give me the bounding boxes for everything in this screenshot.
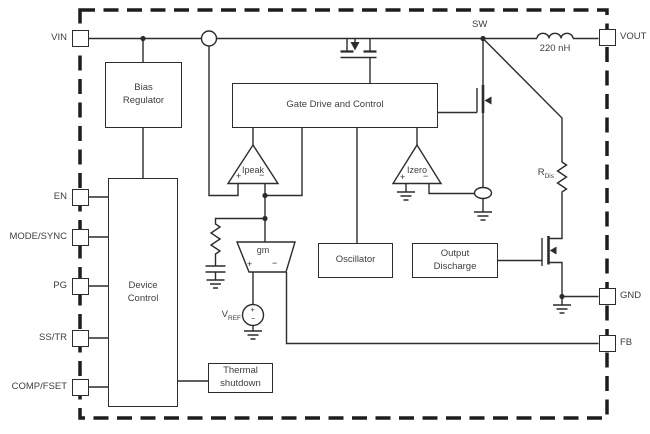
gm-amplifier-shape [235, 241, 296, 273]
ipeak-comparator-shape [226, 143, 280, 185]
ground-icon [206, 279, 225, 289]
vref-label: VREF [221, 308, 241, 322]
compensation-network-wire [205, 217, 265, 280]
pin-ss-tr [71, 329, 89, 347]
discharge-fet [541, 236, 557, 266]
block-label: Bias [134, 82, 153, 94]
sw-diagonal-rdis-wire [482, 38, 568, 240]
inductor-coil [536, 32, 574, 39]
pin-en [71, 188, 89, 206]
block-label: Device [128, 279, 158, 291]
ground-icon [397, 191, 415, 201]
ground-icon [244, 330, 262, 340]
gm-amplifier-label: gm [256, 245, 270, 255]
pin-fb [598, 335, 616, 352]
izero-minus-wire [428, 183, 475, 195]
ipeak-comparator-label: Ipeak [241, 165, 265, 175]
fb-wire [285, 272, 599, 345]
pin-gnd [598, 288, 616, 305]
pin-label-fb: FB [620, 337, 633, 348]
zero-current-sensor-shape [473, 186, 493, 200]
input-current-sensor-shape [200, 30, 218, 47]
gate-drive-ipeak-wire [265, 128, 303, 197]
vref-minus-sign: − [251, 313, 256, 323]
pin-label-mode-sync: MODE/SYNC [9, 230, 67, 242]
pin-label-en: EN [53, 190, 67, 202]
pin-label-comp-fset: COMP/FSET [11, 380, 67, 392]
block-label: Regulator [122, 95, 165, 106]
low-side-fet [476, 85, 492, 113]
block-label: shutdown [220, 378, 261, 389]
ground-icon [474, 211, 492, 221]
fet-arrow-icon [484, 96, 492, 105]
pin-vout [598, 28, 616, 46]
current-sense-wire [208, 46, 239, 197]
izero-plus-sign: + [400, 171, 406, 182]
block-label: Thermal [223, 365, 258, 377]
analog-symbols [200, 30, 493, 327]
pin-pg [71, 277, 89, 295]
izero-minus-sign: − [423, 170, 429, 181]
pin-mode-sync [71, 228, 89, 246]
block-bias-regulator: Bias Regulator [105, 62, 182, 128]
izero-comparator-label: Izero [406, 165, 427, 175]
inductor-value-label: 220 nH [539, 43, 571, 54]
junction-dots [140, 35, 565, 300]
pin-label-pg: PG [53, 279, 67, 291]
izero-comparator-shape [391, 143, 443, 185]
pin-label-ss-tr: SS/TR [39, 331, 67, 343]
discharge-source-wire [548, 261, 599, 305]
high-side-gate-wire [340, 56, 377, 83]
block-label: Control [127, 292, 159, 304]
left-pin-stub-wires [88, 196, 108, 388]
gm-plus-sign: + [247, 259, 253, 269]
pin-vin [71, 30, 89, 47]
block-thermal-shutdown: Thermal shutdown [208, 363, 273, 393]
block-label: Oscillator [335, 254, 376, 266]
pin-comp-fset [71, 378, 89, 396]
block-device-control: Device Control [108, 178, 178, 407]
discharge-resistor-label: RDis [537, 167, 554, 180]
block-label: Discharge [433, 260, 477, 272]
fet-arrow-icon [350, 42, 360, 51]
vref-source-shape [241, 303, 265, 327]
ground-icon [553, 304, 571, 314]
block-gate-drive-control: Gate Drive and Control [232, 83, 438, 128]
fet-arrow-icon [549, 246, 557, 255]
high-side-fet [340, 38, 377, 83]
ground-symbols [206, 191, 571, 340]
ipeak-minus-sign: − [259, 170, 265, 180]
pin-label-vin: VIN [51, 32, 67, 43]
block-label: Gate Drive and Control [286, 99, 384, 111]
ic-boundary [78, 8, 609, 420]
vref-plus-sign: + [250, 304, 255, 314]
block-output-discharge: Output Discharge [412, 243, 498, 278]
pin-label-vout: VOUT [620, 30, 647, 42]
wires [88, 32, 599, 388]
gm-minus-sign: − [272, 258, 278, 268]
sw-node-label: SW [472, 19, 488, 30]
block-label: Output [440, 247, 470, 259]
block-oscillator: Oscillator [318, 243, 393, 278]
pin-label-gnd: GND [620, 290, 642, 301]
ipeak-plus-sign: + [236, 171, 242, 181]
